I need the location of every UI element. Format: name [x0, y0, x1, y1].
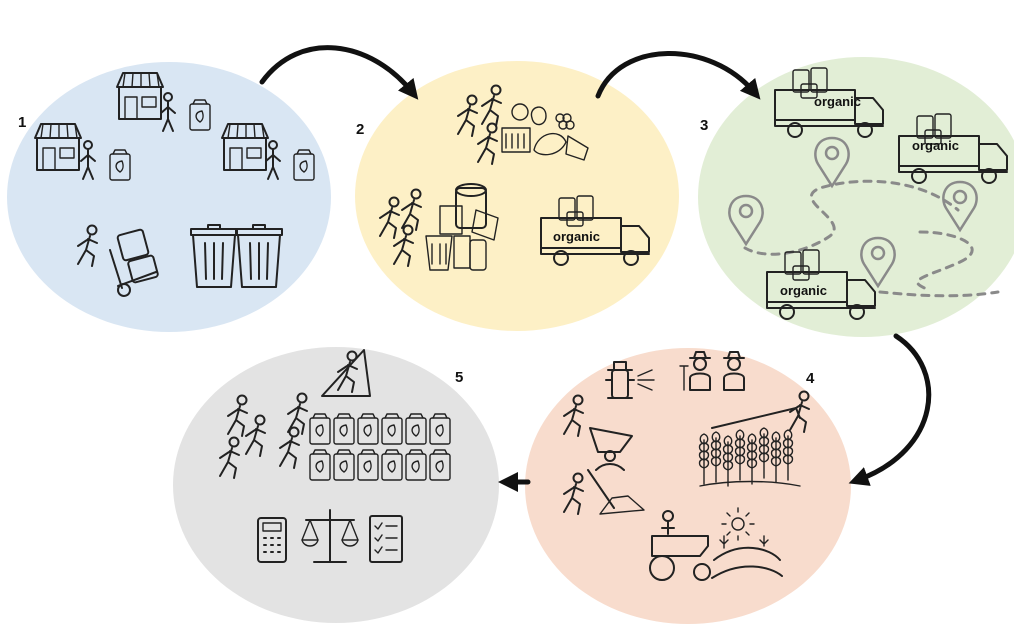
arrow-2-to-3 [595, 51, 761, 100]
truck-label: organic [912, 138, 959, 153]
step-number-3: 3 [700, 117, 708, 134]
hand-truck-icon [77, 224, 159, 297]
arrow-1-to-2 [259, 45, 419, 100]
route-icon [878, 290, 1000, 298]
step-number-5: 5 [455, 369, 463, 386]
route-icon [743, 179, 960, 256]
fire-hydrant-icon [605, 361, 655, 399]
stage-2-circle [355, 61, 679, 331]
sun-icon [721, 507, 755, 541]
climber-icon [321, 349, 371, 397]
organic-truck-icon: organic [774, 67, 884, 138]
organic-truck-icon: organic [766, 249, 876, 320]
truck-label: organic [553, 229, 600, 244]
step-number-2: 2 [356, 121, 364, 138]
farmers-icon [679, 351, 745, 391]
truck-label: organic [814, 94, 861, 109]
stage-5-icons [219, 349, 451, 563]
step-number-1: 1 [18, 114, 26, 131]
stage-4-circle [525, 348, 851, 624]
scales-icon [301, 509, 359, 563]
route-icon [916, 230, 974, 292]
stage-4-icons [563, 351, 810, 581]
pickaxe-icon [563, 463, 645, 515]
stage-5-circle [173, 347, 499, 623]
stage-2-icons: organic [379, 84, 650, 271]
wheat-icon [698, 390, 810, 487]
calculator-icon [257, 517, 287, 563]
paper-roll-icon [425, 183, 499, 271]
organic-truck-icon: organic [898, 113, 1008, 184]
tractor-icon [649, 510, 783, 581]
stage-3-icons: organic organic organic [728, 67, 1008, 320]
checklist-icon [369, 515, 403, 563]
produce-icon [501, 103, 589, 161]
stage-1-icons [34, 72, 315, 297]
arrow-3-to-4 [848, 333, 932, 486]
truck-label: organic [780, 283, 827, 298]
organic-truck-icon: organic [540, 195, 650, 266]
step-number-4: 4 [806, 370, 815, 387]
wheelbarrow-icon [563, 394, 633, 462]
